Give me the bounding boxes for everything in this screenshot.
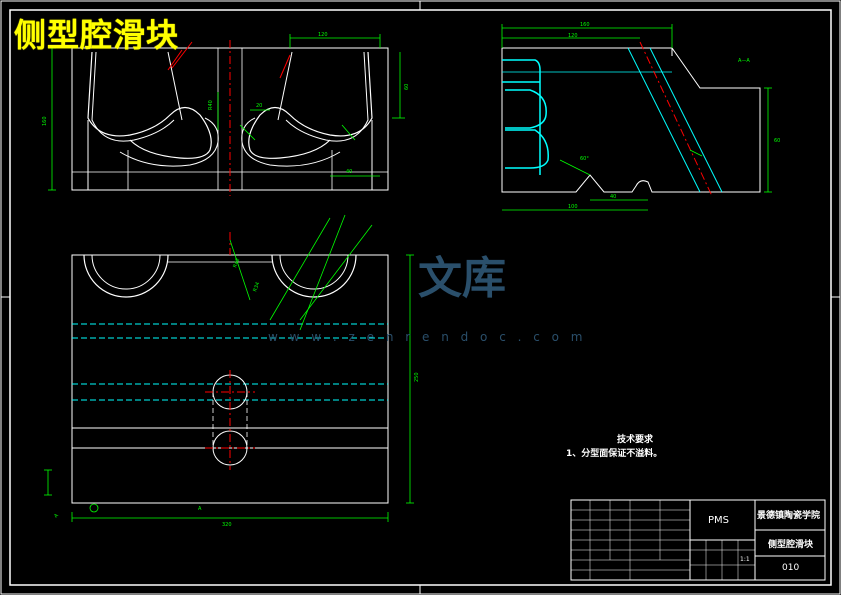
svg-text:60°: 60° <box>580 156 589 162</box>
svg-text:A: A <box>198 506 202 512</box>
svg-text:160: 160 <box>580 22 590 28</box>
title-block-part-name: 侧型腔滑块 <box>768 540 814 550</box>
watermark-url: w w w . z e n r e n d o c . c o m <box>268 330 587 344</box>
front-view: 160 120 60 R40 40 20 <box>42 32 410 196</box>
svg-text:60: 60 <box>774 138 780 144</box>
title-block-scale: 1:1 <box>740 556 750 563</box>
side-view: 160 120 60 100 40 60° A—A <box>501 22 780 211</box>
svg-text:120: 120 <box>318 32 328 38</box>
technical-requirements-heading: 技术要求 <box>617 435 654 445</box>
title-block <box>570 499 826 581</box>
svg-text:60: 60 <box>404 84 410 90</box>
svg-text:320: 320 <box>222 522 232 528</box>
title-block-number: 010 <box>782 563 800 573</box>
svg-text:160: 160 <box>42 116 48 126</box>
top-view: 320 250 R42 R34 A A <box>44 214 420 528</box>
svg-text:R34: R34 <box>252 281 261 292</box>
title-block-school: 景德镇陶瓷学院 <box>757 511 821 521</box>
svg-text:20: 20 <box>256 103 262 109</box>
svg-text:120: 120 <box>568 33 578 39</box>
svg-text:250: 250 <box>414 372 420 382</box>
svg-text:A: A <box>53 512 60 519</box>
drawing-title: 侧型腔滑块 <box>14 16 180 54</box>
svg-text:40: 40 <box>610 194 616 200</box>
svg-text:R40: R40 <box>208 100 214 110</box>
svg-text:40: 40 <box>346 169 352 175</box>
svg-text:100: 100 <box>568 204 578 210</box>
svg-text:R42: R42 <box>232 257 241 268</box>
title-block-code: PMS <box>708 515 730 526</box>
svg-text:A—A: A—A <box>738 58 750 64</box>
technical-requirements-item: 1、分型面保证不溢料。 <box>566 449 663 459</box>
watermark-logo: 文库 <box>418 253 506 304</box>
